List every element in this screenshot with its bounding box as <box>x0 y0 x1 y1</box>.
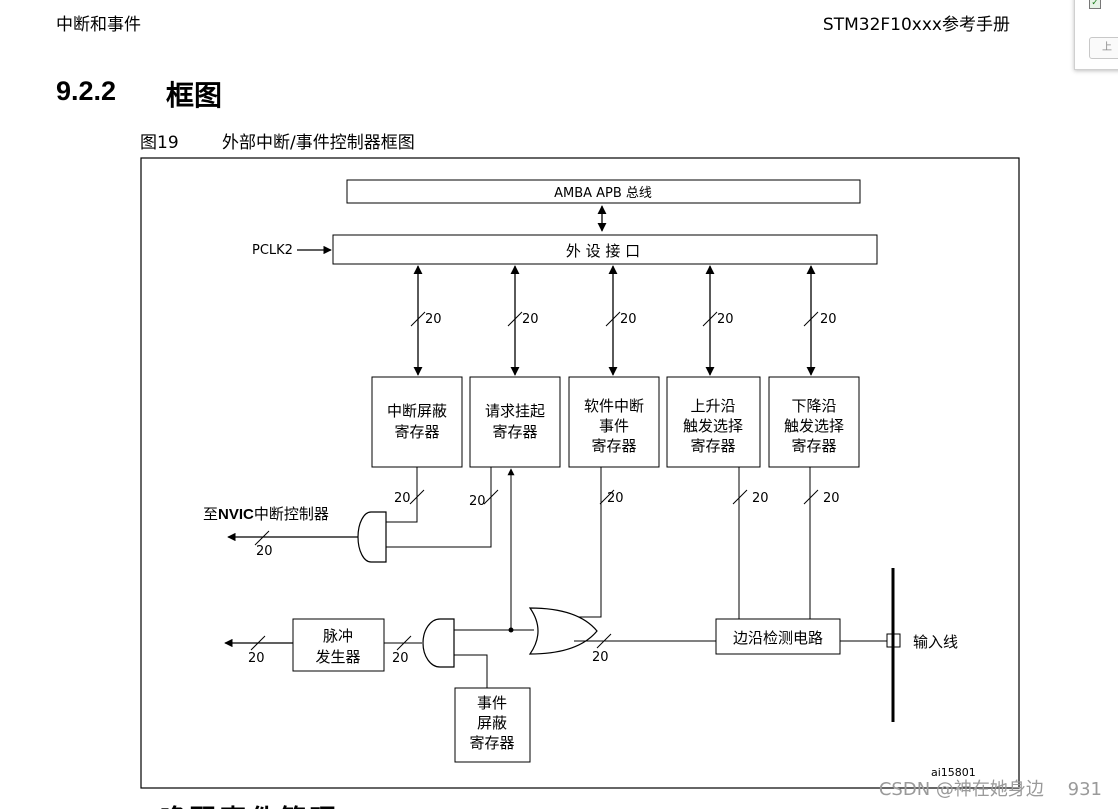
width-label-1: 20 <box>425 312 442 327</box>
pulse-generator-box <box>292 618 385 672</box>
next-section-heading: 唤醒事件管理 <box>160 797 380 809</box>
event-mask-line1: 事件 <box>477 694 507 712</box>
width-label-4: 20 <box>717 312 734 327</box>
pulse-width-mark <box>396 635 412 651</box>
width-label-12: 20 <box>592 650 609 665</box>
peripheral-interface-label: 外 设 接 口 <box>566 242 640 260</box>
rising-trigger-register-box <box>666 376 761 468</box>
interrupt-path-wires <box>386 467 492 548</box>
software-interrupt-register-line2: 事件 <box>599 417 629 435</box>
manual-title: STM32F10xxx参考手册 <box>822 15 1010 35</box>
pclk2-label: PCLK2 <box>252 243 293 258</box>
width-label-11: 20 <box>256 544 273 559</box>
chapter-title: 中断和事件 <box>56 15 141 35</box>
peripheral-interface-box <box>332 234 878 265</box>
watermark-text: CSDN @神在她身边 <box>878 779 1044 800</box>
event-mask-line2: 屏蔽 <box>477 714 507 732</box>
rising-trigger-register-line2: 触发选择 <box>683 417 743 435</box>
section-title: 框图 <box>166 79 223 112</box>
checkbox[interactable]: ✓ <box>1089 0 1101 9</box>
floating-popup: ✓ 上 <box>1074 0 1118 70</box>
event-and-gate <box>422 618 455 668</box>
event-width-mark <box>250 635 266 651</box>
register-bus-links <box>413 265 816 376</box>
interrupt-width-marks <box>254 489 819 546</box>
software-interrupt-register-line3: 寄存器 <box>591 437 636 455</box>
pending-register-box <box>469 376 561 468</box>
rising-trigger-register-line3: 寄存器 <box>690 437 735 455</box>
amba-bus-box <box>346 179 861 204</box>
software-interrupt-register-line1: 软件中断 <box>584 397 644 415</box>
width-label-10: 20 <box>823 491 840 506</box>
width-label-6: 20 <box>394 491 411 506</box>
falling-trigger-register-line3: 寄存器 <box>791 437 836 455</box>
next-section-heading-text: 唤醒事件管理 <box>160 799 380 809</box>
input-line-label: 输入线 <box>913 633 958 651</box>
width-label-9: 20 <box>752 491 769 506</box>
junction-dot <box>508 627 514 633</box>
page-number: 931 <box>1067 779 1102 800</box>
bus-width-marks <box>410 311 819 327</box>
width-label-14: 20 <box>248 651 265 666</box>
width-label-3: 20 <box>620 312 637 327</box>
pulse-generator-line1: 脉冲 <box>323 627 353 645</box>
diagram-frame <box>140 157 1020 789</box>
popup-button[interactable]: 上 <box>1089 37 1118 59</box>
interrupt-mask-register-line2: 寄存器 <box>394 423 439 441</box>
edge-detect-box <box>715 618 841 655</box>
event-mask-line3: 寄存器 <box>469 734 514 752</box>
csdn-watermark: CSDN @神在她身边 931 <box>879 775 1102 801</box>
falling-trigger-register-line2: 触发选择 <box>784 417 844 435</box>
pulse-generator-line2: 发生器 <box>315 648 360 666</box>
width-label-13: 20 <box>392 651 409 666</box>
falling-trigger-register-box <box>768 376 860 468</box>
width-label-5: 20 <box>820 312 837 327</box>
amba-bus-label: AMBA APB 总线 <box>554 186 652 201</box>
edge-width-mark <box>596 633 612 649</box>
edge-detect-label: 边沿检测电路 <box>733 629 823 647</box>
interrupt-mask-register-line1: 中断屏蔽 <box>387 402 447 420</box>
falling-trigger-register-line1: 下降沿 <box>791 397 836 415</box>
figure-title: 外部中断/事件控制器框图 <box>222 133 415 153</box>
nvic-target-label: 至NVIC中断控制器 <box>203 505 329 523</box>
pending-register-line1: 请求挂起 <box>485 402 545 420</box>
or-gate <box>528 607 598 655</box>
software-interrupt-register-box <box>568 376 660 468</box>
width-label-2: 20 <box>522 312 539 327</box>
section-number: 9.2.2 <box>56 76 117 106</box>
width-label-7: 20 <box>469 494 486 509</box>
figure-id: ai15801 <box>931 766 976 779</box>
rising-trigger-register-line1: 上升沿 <box>690 397 735 415</box>
event-mask-wire <box>454 654 488 688</box>
interrupt-and-gate <box>357 511 387 563</box>
interrupt-mask-register-box <box>371 376 463 468</box>
pending-register-line2: 寄存器 <box>492 423 537 441</box>
event-mask-register-box <box>454 687 531 763</box>
software-to-or-wire <box>571 467 602 618</box>
figure-label: 图19 <box>140 133 179 153</box>
width-label-8: 20 <box>607 491 624 506</box>
